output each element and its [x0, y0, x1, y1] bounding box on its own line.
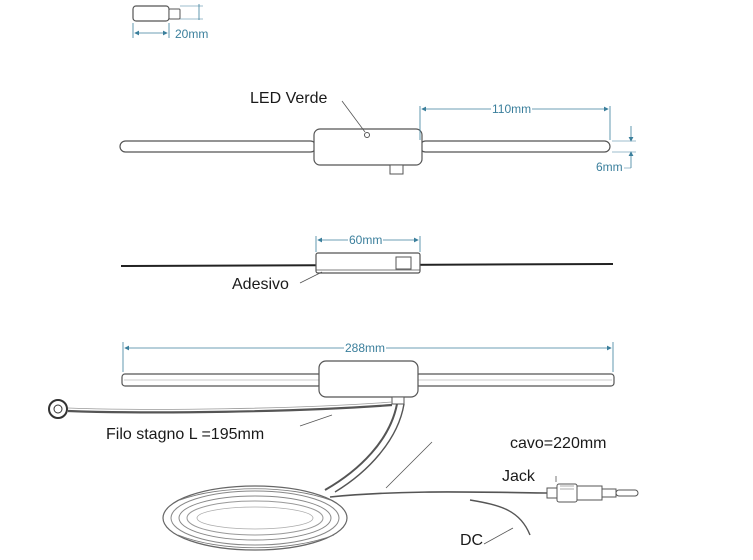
dim-rod-diameter: 6mm: [595, 160, 624, 174]
label-filo-stagno: Filo stagno L =195mm: [106, 426, 265, 443]
label-jack: Jack: [502, 468, 535, 485]
label-dc: DC: [460, 532, 484, 549]
dim-small-part-width: 20mm: [174, 27, 210, 41]
label-adesivo: Adesivo: [232, 276, 289, 293]
label-led-verde: LED Verde: [250, 90, 328, 107]
antenna-side-view: [120, 236, 614, 284]
dim-body-length: 60mm: [348, 233, 384, 247]
jack-connector: [546, 476, 639, 503]
antenna-assembly: [48, 342, 639, 551]
label-cavo: cavo=220mm: [510, 435, 607, 452]
dim-rod-length: 110mm: [491, 102, 533, 116]
led-indicator: [364, 132, 370, 138]
small-part: [132, 4, 203, 38]
antenna-top-view: [119, 100, 636, 175]
dim-total-length: 288mm: [344, 341, 387, 355]
